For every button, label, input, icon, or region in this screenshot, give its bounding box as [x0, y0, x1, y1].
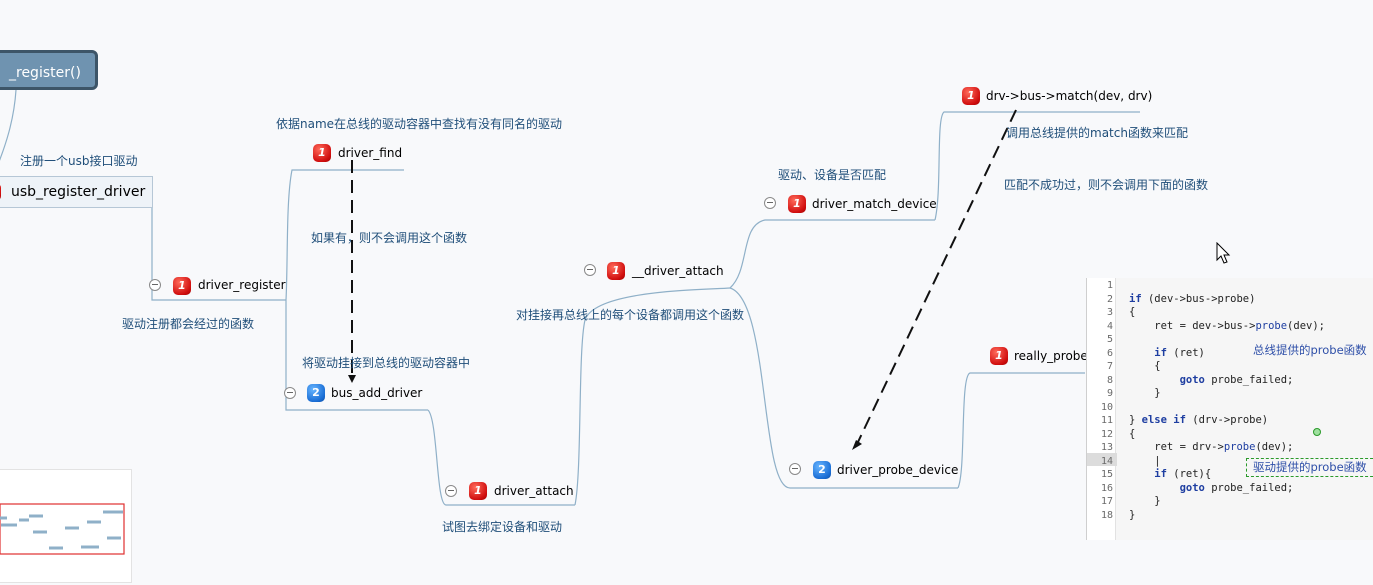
- line-number: 11: [1100, 415, 1113, 426]
- collapse-toggle-icon[interactable]: [789, 463, 801, 475]
- driver-probe-device-node[interactable]: driver_probe_device: [837, 463, 959, 477]
- minimap-panel[interactable]: [0, 469, 132, 583]
- collapse-toggle-icon[interactable]: [764, 197, 776, 209]
- priority-1-icon: 1: [990, 347, 1008, 365]
- priority-badge-icon: 1: [0, 183, 1, 201]
- line-number: 4: [1106, 320, 1113, 332]
- root-node-label: _register(): [9, 65, 81, 81]
- code-line: if (dev->bus->probe): [1129, 292, 1256, 305]
- code-line: }: [1129, 387, 1161, 399]
- resize-handle[interactable]: [1313, 428, 1321, 436]
- line-number: 17: [1100, 496, 1113, 507]
- drv-bus-match-note-2: 匹配不成功过，则不会调用下面的函数: [1004, 178, 1209, 192]
- driver-find-node[interactable]: driver_find: [338, 146, 403, 160]
- line-number: 9: [1106, 388, 1113, 399]
- line-number: 1: [1106, 280, 1113, 291]
- line-number: 14: [1100, 455, 1113, 467]
- code-line: goto probe_failed;: [1179, 373, 1294, 386]
- line-number: 18: [1100, 509, 1113, 521]
- code-line: {: [1129, 427, 1136, 440]
- line-number: 2: [1106, 293, 1113, 305]
- bus-probe-note: 总线提供的probe函数: [1253, 343, 1367, 357]
- really-probe-node[interactable]: really_probe: [1014, 349, 1088, 363]
- bus-add-driver-note: 将驱动挂接到总线的驱动容器中: [302, 356, 471, 370]
- drv-probe-note: 驱动提供的probe函数: [1253, 460, 1367, 474]
- priority-2-icon: 2: [307, 384, 325, 402]
- root-node[interactable]: _register(): [0, 50, 98, 90]
- collapse-toggle-icon[interactable]: [584, 264, 596, 276]
- code-line: } else if (drv->probe): [1129, 414, 1269, 426]
- code-line: }: [1129, 508, 1136, 521]
- drv-bus-match-note-1: 调用总线提供的match函数来匹配: [1006, 126, 1188, 140]
- line-number-gutter: [1087, 278, 1116, 540]
- code-line: ret = drv->probe(dev);: [1129, 441, 1294, 453]
- driver-match-device-node[interactable]: driver_match_device: [812, 197, 937, 211]
- collapse-toggle-icon[interactable]: [284, 387, 296, 399]
- line-number: 8: [1106, 374, 1113, 386]
- code-line: {: [1129, 360, 1161, 372]
- code-line: }: [1129, 495, 1161, 507]
- usb-register-driver-label: usb_register_driver: [11, 184, 146, 200]
- drv-bus-match-node[interactable]: drv->bus->match(dev, drv): [986, 89, 1153, 103]
- driver-find-note-top: 依据name在总线的驱动容器中查找有没有同名的驱动: [276, 117, 563, 131]
- priority-1-icon: 1: [469, 482, 487, 500]
- driver-match-device-note: 驱动、设备是否匹配: [778, 168, 887, 182]
- driver-attach-node[interactable]: driver_attach: [494, 484, 574, 498]
- priority-1-icon: 1: [788, 195, 806, 213]
- code-line: if (ret){: [1154, 468, 1212, 480]
- driver-attach-note: 试图去绑定设备和驱动: [442, 520, 563, 534]
- driver-register-node[interactable]: driver_register: [198, 278, 286, 292]
- line-number: 10: [1100, 401, 1113, 413]
- code-line: |: [1129, 454, 1161, 467]
- usb-register-driver-note: 注册一个usb接口驱动: [20, 154, 138, 168]
- bus-add-driver-node[interactable]: bus_add_driver: [331, 386, 423, 400]
- minimap-preview: [0, 503, 125, 555]
- code-line: if (ret): [1154, 346, 1205, 359]
- priority-1-icon: 1: [173, 277, 191, 295]
- selection-box[interactable]: [1246, 458, 1373, 477]
- line-number: 13: [1100, 442, 1113, 453]
- code-line: {: [1129, 306, 1136, 318]
- collapse-toggle-icon[interactable]: [445, 485, 457, 497]
- priority-2-icon: 2: [813, 461, 831, 479]
- line-number: 7: [1106, 361, 1113, 372]
- underscore-driver-attach-node[interactable]: __driver_attach: [632, 264, 724, 278]
- usb-register-driver-node[interactable]: 1 usb_register_driver: [0, 176, 153, 208]
- priority-1-icon: 1: [313, 144, 331, 162]
- line-number: 12: [1100, 428, 1113, 440]
- priority-1-icon: 1: [607, 262, 625, 280]
- line-number: 3: [1106, 307, 1113, 318]
- mouse-cursor-icon: [1216, 242, 1231, 264]
- code-line: ret = dev->bus->probe(dev);: [1129, 319, 1325, 332]
- collapse-toggle-icon[interactable]: [149, 279, 161, 291]
- driver-find-note-mid: 如果有，则不会调用这个函数: [311, 231, 468, 245]
- highlight-line: [1087, 453, 1117, 466]
- line-number: 16: [1100, 482, 1113, 494]
- code-line: goto probe_failed;: [1179, 481, 1294, 494]
- underscore-driver-attach-note: 对挂接再总线上的每个设备都调用这个函数: [516, 308, 745, 322]
- line-number: 5: [1106, 334, 1113, 345]
- line-number: 6: [1106, 347, 1113, 359]
- line-number: 15: [1100, 469, 1113, 480]
- driver-register-note: 驱动注册都会经过的函数: [122, 317, 255, 331]
- priority-1-icon: 1: [962, 87, 980, 105]
